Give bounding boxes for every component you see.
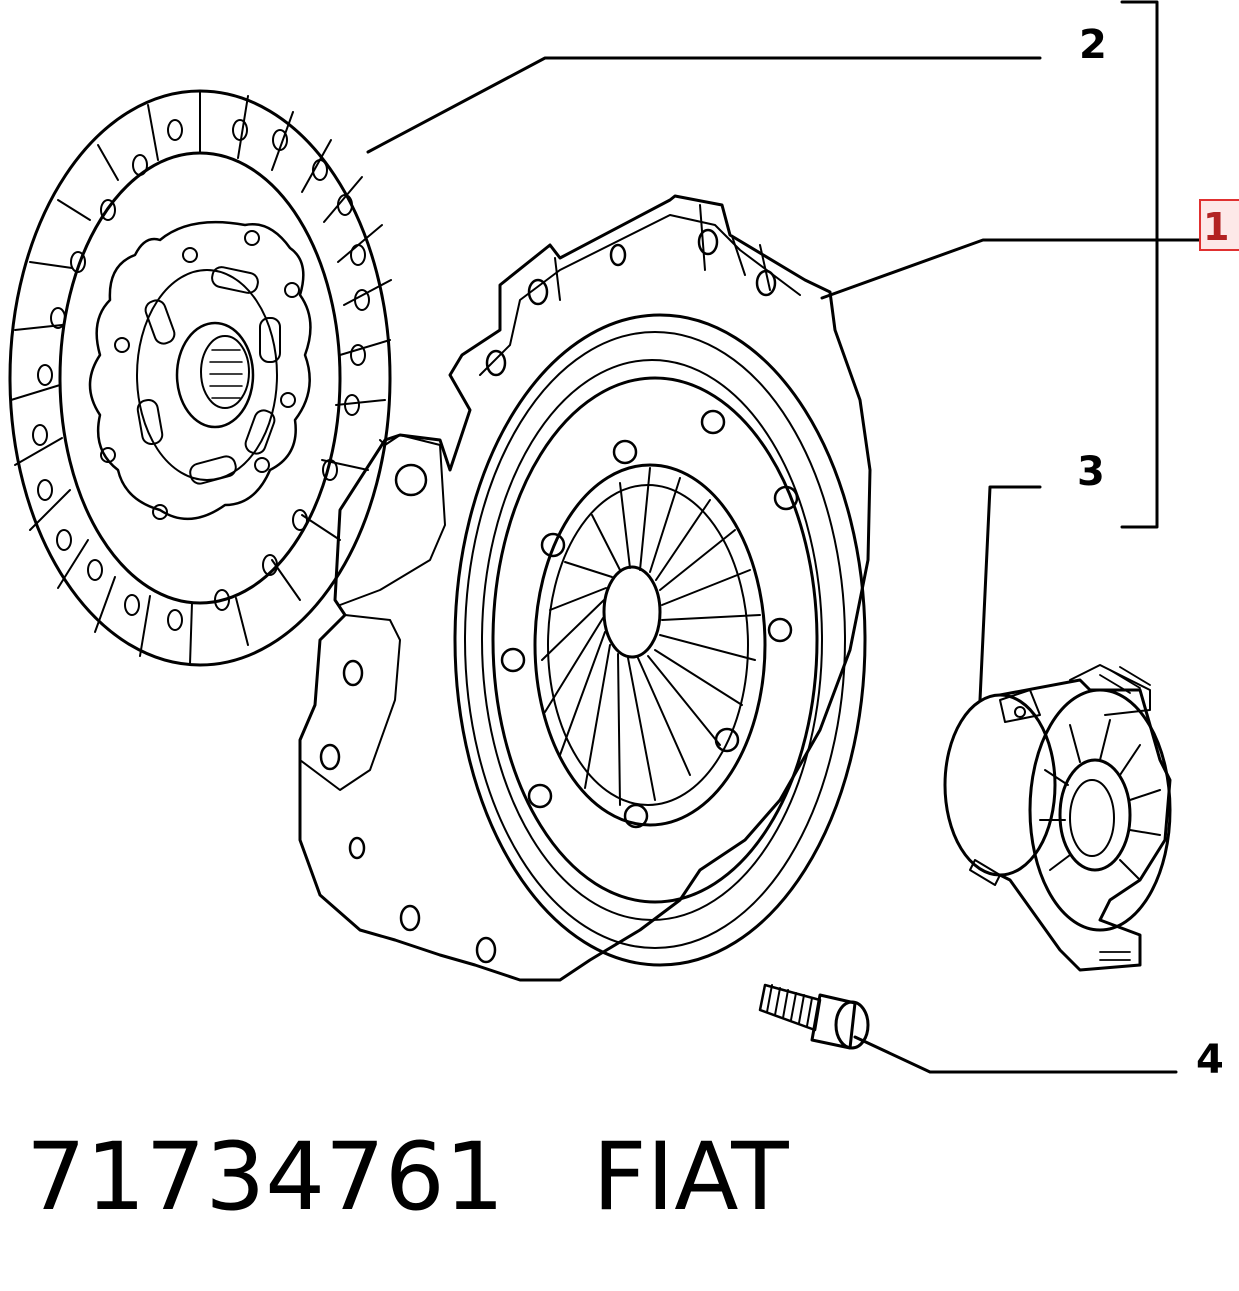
clutch-disc	[8, 89, 392, 667]
pressure-plate-assembly	[298, 194, 872, 982]
callout-3[interactable]: 3	[1077, 449, 1105, 495]
release-bearing	[943, 664, 1172, 972]
bolt	[758, 983, 870, 1050]
callout-1[interactable]: 1	[1203, 205, 1230, 249]
exploded-view-drawing	[8, 0, 1202, 1074]
leader-lines	[366, 0, 1202, 1074]
brand-name: FIAT	[592, 1123, 789, 1232]
callout-4[interactable]: 4	[1196, 1037, 1224, 1083]
callout-1-highlight	[1199, 199, 1239, 251]
callout-2[interactable]: 2	[1079, 22, 1107, 68]
part-caption: 71734761 FIAT	[26, 1123, 789, 1232]
part-number: 71734761	[26, 1123, 505, 1232]
